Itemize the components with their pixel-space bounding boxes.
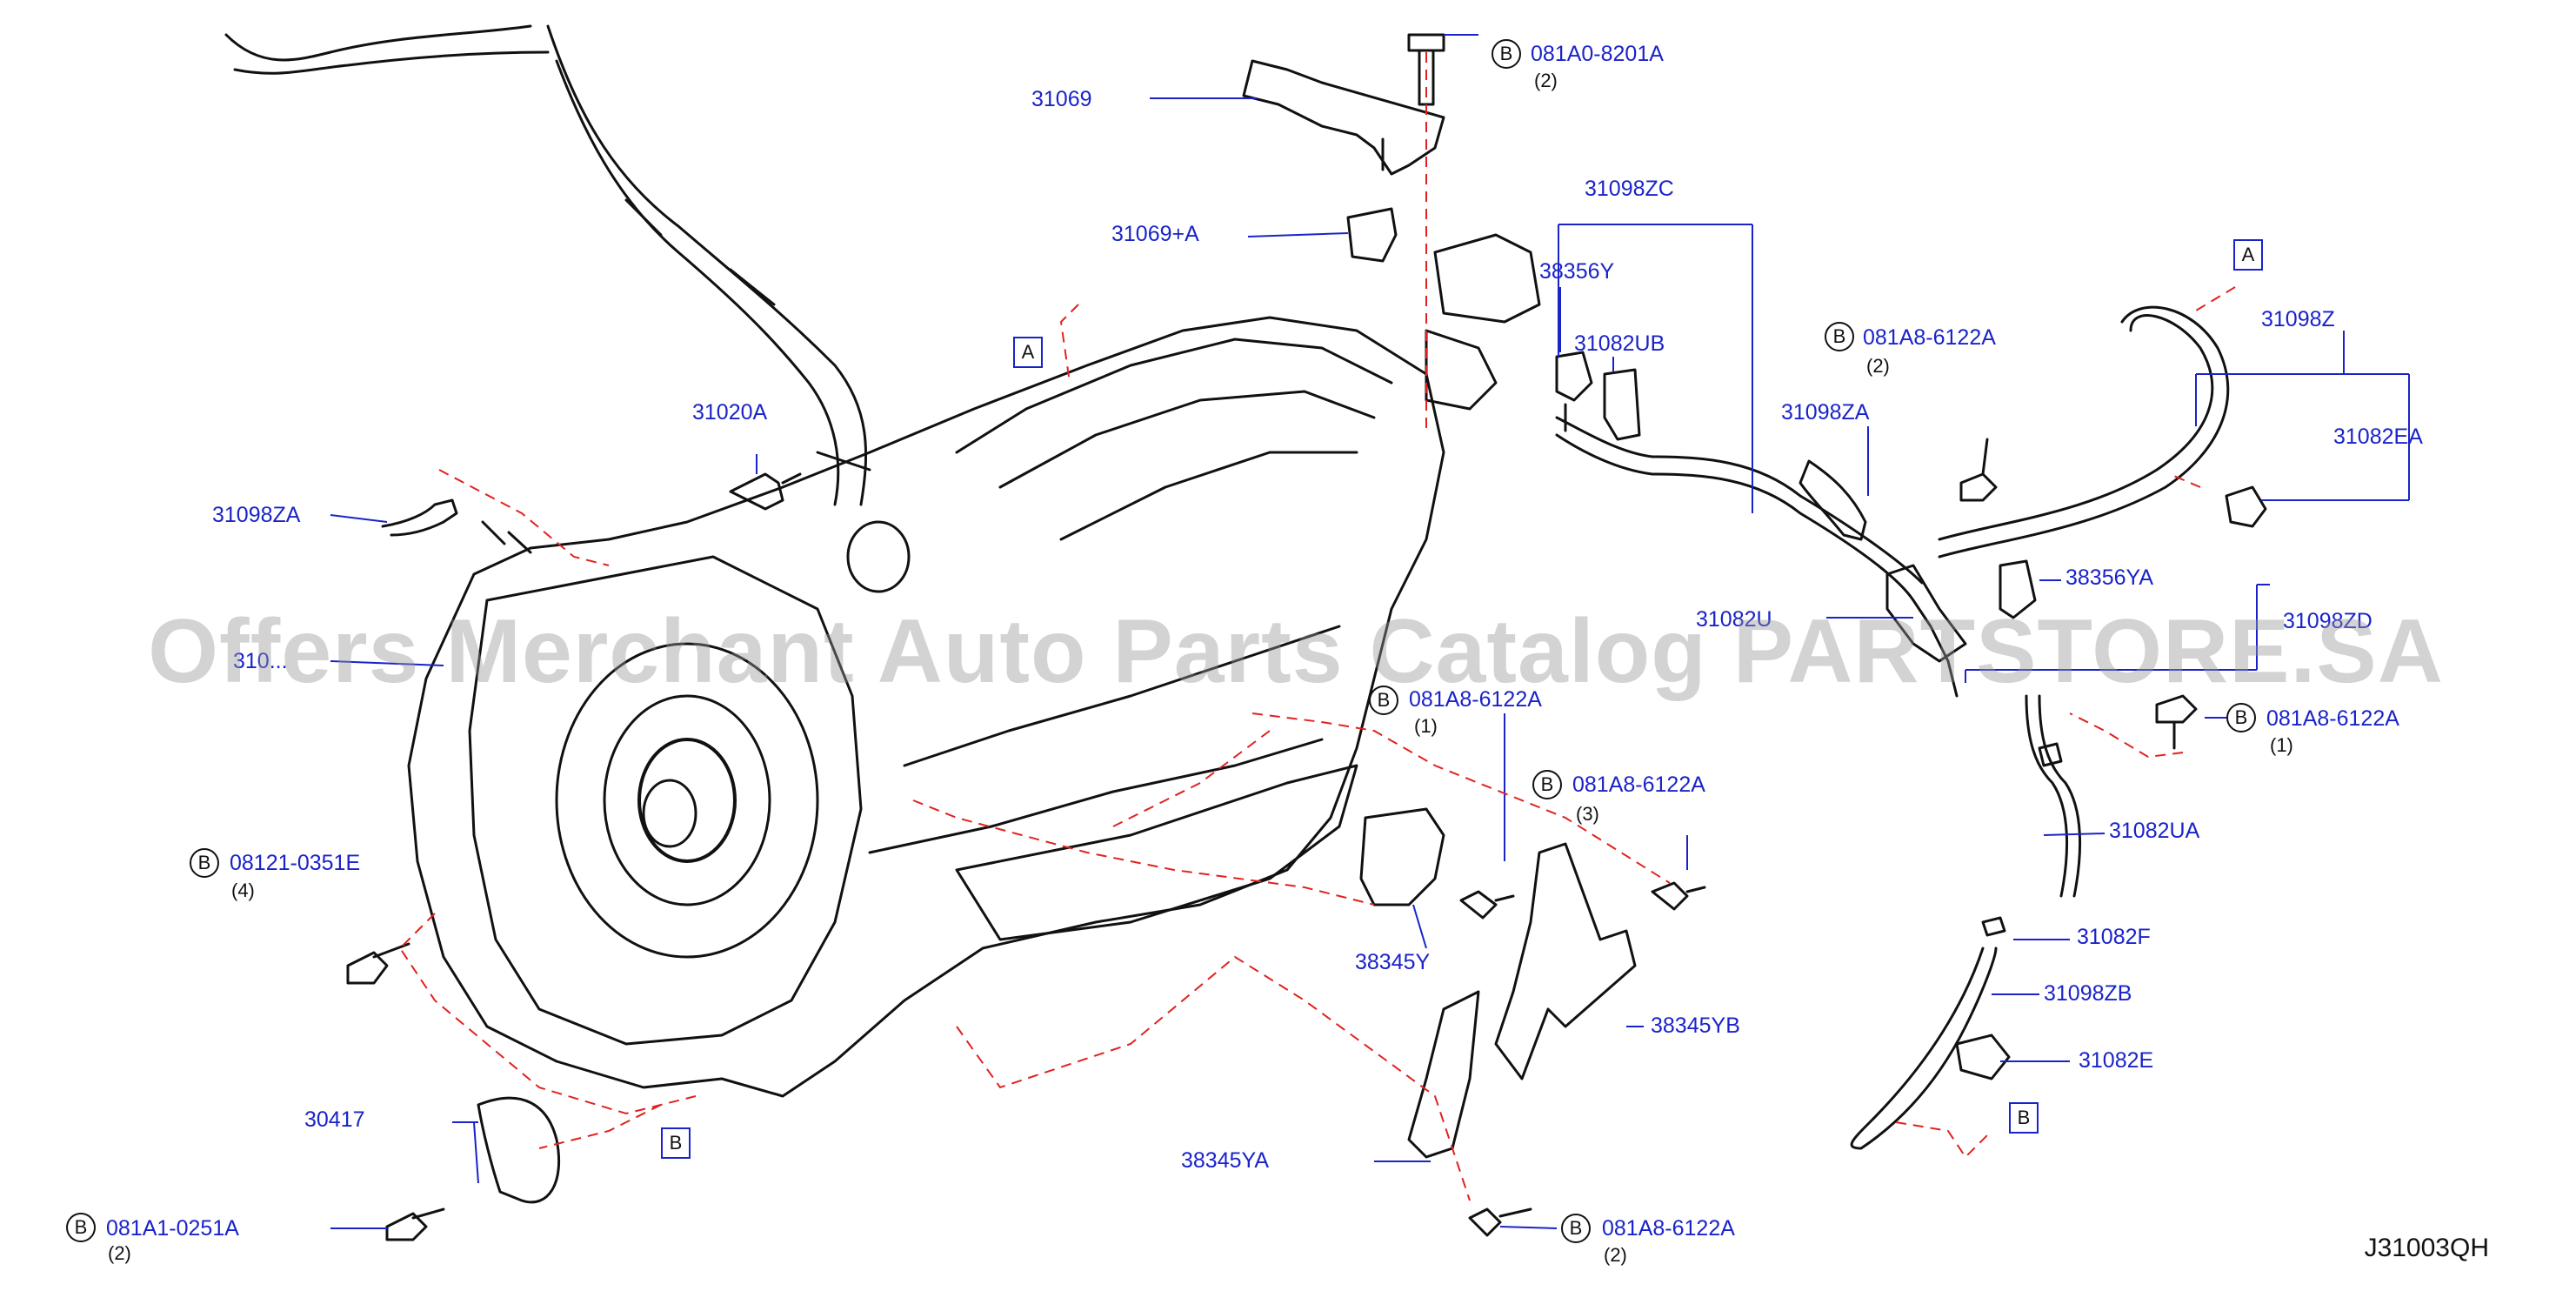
bracket-31069 <box>1242 59 1445 176</box>
bolt-qty-b1: (2) <box>1534 70 1558 91</box>
bolt-prefix-b8: B <box>1561 1214 1591 1243</box>
callout-31082f[interactable]: 31082F <box>2077 925 2151 949</box>
callout-31098zb[interactable]: 31098ZB <box>2044 981 2132 1006</box>
callout-30417[interactable]: 30417 <box>304 1107 365 1132</box>
diagram-code: J31003QH <box>2364 1234 2489 1262</box>
callout-31082ub[interactable]: 31082UB <box>1574 331 1665 356</box>
bolt-part-b7[interactable]: 081A1-0251A <box>106 1216 239 1241</box>
callout-31098za-left[interactable]: 31098ZA <box>212 503 301 527</box>
bolt-part-b5[interactable]: 081A8-6122A <box>2266 706 2399 731</box>
callout-31098z[interactable]: 31098Z <box>2261 307 2335 331</box>
bolt-qty-b3: (1) <box>1414 715 1438 737</box>
bolt-qty-b7: (2) <box>108 1242 131 1264</box>
callout-38356y[interactable]: 38356Y <box>1539 259 1615 284</box>
callout-31082ua[interactable]: 31082UA <box>2109 819 2200 843</box>
bolt-prefix-b1: B <box>1492 39 1521 69</box>
bolt-part-b1[interactable]: 081A0-8201A <box>1531 42 1664 66</box>
callout-31098za-right[interactable]: 31098ZA <box>1781 400 1870 425</box>
bolt-qty-b5: (1) <box>2270 734 2293 756</box>
shield-38345yb <box>1494 842 1637 1080</box>
callout-38345y[interactable]: 38345Y <box>1355 950 1431 974</box>
bolt-part-b8[interactable]: 081A8-6122A <box>1602 1216 1735 1241</box>
callout-31082ea[interactable]: 31082EA <box>2333 425 2423 449</box>
bolt-part-b4[interactable]: 081A8-6122A <box>1572 773 1705 797</box>
callout-31020a[interactable]: 31020A <box>692 400 768 425</box>
callout-31098zd[interactable]: 31098ZD <box>2283 609 2372 633</box>
bolt-prefix-b5: B <box>2226 703 2256 732</box>
bolt-prefix-b4: B <box>1532 770 1562 799</box>
bolt-qty-b4: (3) <box>1576 803 1599 825</box>
callout-31069[interactable]: 31069 <box>1031 87 1092 111</box>
ref-box-b-right[interactable]: B <box>2009 1102 2039 1134</box>
callout-31082u[interactable]: 31082U <box>1696 607 1772 632</box>
ref-box-b-left[interactable]: B <box>661 1127 691 1159</box>
bolt-prefix-b7: B <box>66 1213 96 1242</box>
transmission-case <box>407 316 1445 1098</box>
shield-38345ya <box>1407 990 1480 1159</box>
callout-31098zc[interactable]: 31098ZC <box>1585 177 1674 201</box>
callout-38356ya[interactable]: 38356YA <box>2065 565 2154 590</box>
bolt-qty-b6: (4) <box>231 880 255 901</box>
bolt-part-b2[interactable]: 081A8-6122A <box>1863 325 1996 350</box>
bolt-part-b3[interactable]: 081A8-6122A <box>1409 687 1542 712</box>
bolt-prefix-b2: B <box>1825 322 1854 351</box>
ref-box-a-left[interactable]: A <box>1013 337 1043 368</box>
bolt-qty-b8: (2) <box>1604 1244 1627 1266</box>
bolt-qty-b2: (2) <box>1866 355 1890 377</box>
bolt-part-b6[interactable]: 08121-0351E <box>230 851 361 875</box>
callout-38345yb[interactable]: 38345YB <box>1651 1013 1740 1038</box>
bolt-prefix-b3: B <box>1369 686 1398 715</box>
bolt-prefix-b6: B <box>190 848 219 878</box>
callout-31069-a[interactable]: 31069+A <box>1111 222 1199 246</box>
callout-38345ya[interactable]: 38345YA <box>1181 1148 1270 1173</box>
callout-310xx[interactable]: 310... <box>233 649 288 673</box>
callout-31082e[interactable]: 31082E <box>2079 1048 2154 1073</box>
ref-box-a-right[interactable]: A <box>2233 239 2263 271</box>
